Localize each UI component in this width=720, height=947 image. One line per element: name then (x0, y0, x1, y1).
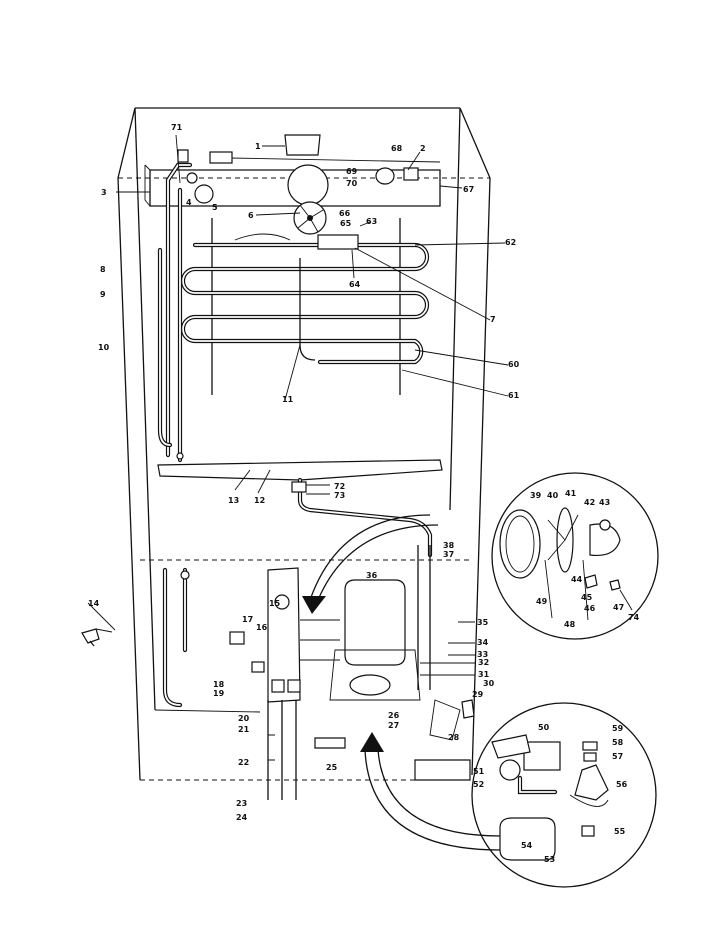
label-66: 66 (339, 209, 351, 218)
label-53: 53 (544, 855, 555, 864)
label-21: 21 (238, 725, 250, 734)
condenser-fan-detail (491, 472, 659, 640)
loose-bracket (81, 628, 113, 647)
label-42: 42 (584, 498, 595, 507)
label-60: 60 (508, 360, 520, 369)
label-16: 16 (256, 623, 268, 632)
label-2: 2 (420, 144, 426, 153)
label-58: 58 (612, 738, 624, 747)
leader-lines (87, 134, 509, 676)
machine-compartment (229, 545, 475, 800)
label-13: 13 (228, 496, 239, 505)
drain-trough (157, 459, 443, 558)
label-15: 15 (269, 599, 281, 608)
label-44: 44 (571, 575, 583, 584)
label-17: 17 (242, 615, 253, 624)
thermostat (209, 151, 233, 164)
label-20: 20 (238, 714, 250, 723)
label-18: 18 (213, 680, 225, 689)
label-1: 1 (255, 142, 261, 151)
label-63: 63 (366, 217, 377, 226)
label-22: 22 (238, 758, 249, 767)
label-25: 25 (326, 763, 338, 772)
label-40: 40 (547, 491, 559, 500)
label-69: 69 (346, 167, 358, 176)
label-31: 31 (478, 670, 490, 679)
water-valve-detail (360, 702, 657, 888)
label-38: 38 (443, 541, 455, 550)
compressor (344, 579, 406, 666)
label-23: 23 (236, 799, 247, 808)
label-41: 41 (565, 489, 577, 498)
drier (314, 737, 346, 749)
label-71: 71 (171, 123, 183, 132)
label-19: 19 (213, 689, 225, 698)
label-62: 62 (505, 238, 516, 247)
label-24: 24 (236, 813, 248, 822)
label-65: 65 (340, 219, 352, 228)
label-46: 46 (584, 604, 596, 613)
label-37: 37 (443, 550, 454, 559)
label-10: 10 (98, 343, 110, 352)
label-8: 8 (100, 265, 106, 274)
label-33: 33 (477, 650, 488, 659)
part-labels: 1 2 3 4 5 6 7 8 9 10 11 12 13 14 15 16 1… (88, 123, 640, 864)
label-55: 55 (614, 827, 626, 836)
label-74: 74 (628, 613, 640, 622)
label-43: 43 (599, 498, 610, 507)
label-11: 11 (282, 395, 294, 404)
label-9: 9 (100, 290, 106, 299)
label-49: 49 (536, 597, 548, 606)
label-45: 45 (581, 593, 593, 602)
label-35: 35 (477, 618, 489, 627)
label-28: 28 (448, 733, 460, 742)
label-29: 29 (472, 690, 484, 699)
drain-pan (499, 817, 556, 861)
label-39: 39 (530, 491, 542, 500)
callout-arrow (302, 514, 439, 614)
label-7: 7 (490, 315, 496, 324)
label-73: 73 (334, 491, 345, 500)
label-6: 6 (248, 211, 254, 220)
label-51: 51 (473, 767, 485, 776)
label-50: 50 (538, 723, 550, 732)
label-59: 59 (612, 724, 624, 733)
label-56: 56 (616, 780, 628, 789)
evaporator-coil (180, 218, 430, 395)
switch (403, 167, 419, 181)
label-3: 3 (101, 188, 107, 197)
label-14: 14 (88, 599, 100, 608)
label-47: 47 (613, 603, 624, 612)
label-26: 26 (388, 711, 400, 720)
label-54: 54 (521, 841, 533, 850)
cabinet-outline (117, 107, 491, 781)
defrost-timer (287, 164, 329, 206)
label-34: 34 (477, 638, 489, 647)
label-64: 64 (349, 280, 361, 289)
label-5: 5 (212, 203, 218, 212)
defrost-heater-terminal (317, 234, 359, 250)
label-52: 52 (473, 780, 484, 789)
label-57: 57 (612, 752, 623, 761)
label-36: 36 (366, 571, 378, 580)
label-67: 67 (463, 185, 474, 194)
label-70: 70 (346, 179, 358, 188)
damper-control (284, 134, 321, 156)
label-30: 30 (483, 679, 495, 688)
label-72: 72 (334, 482, 345, 491)
label-68: 68 (391, 144, 403, 153)
label-12: 12 (254, 496, 265, 505)
label-32: 32 (478, 658, 489, 667)
label-61: 61 (508, 391, 520, 400)
light-socket (375, 167, 395, 185)
label-48: 48 (564, 620, 576, 629)
evaporator-housing (144, 134, 441, 207)
relay (523, 741, 561, 771)
evaporator-fan (293, 201, 327, 235)
label-4: 4 (186, 198, 192, 207)
label-27: 27 (388, 721, 399, 730)
side-tubing (157, 162, 193, 708)
